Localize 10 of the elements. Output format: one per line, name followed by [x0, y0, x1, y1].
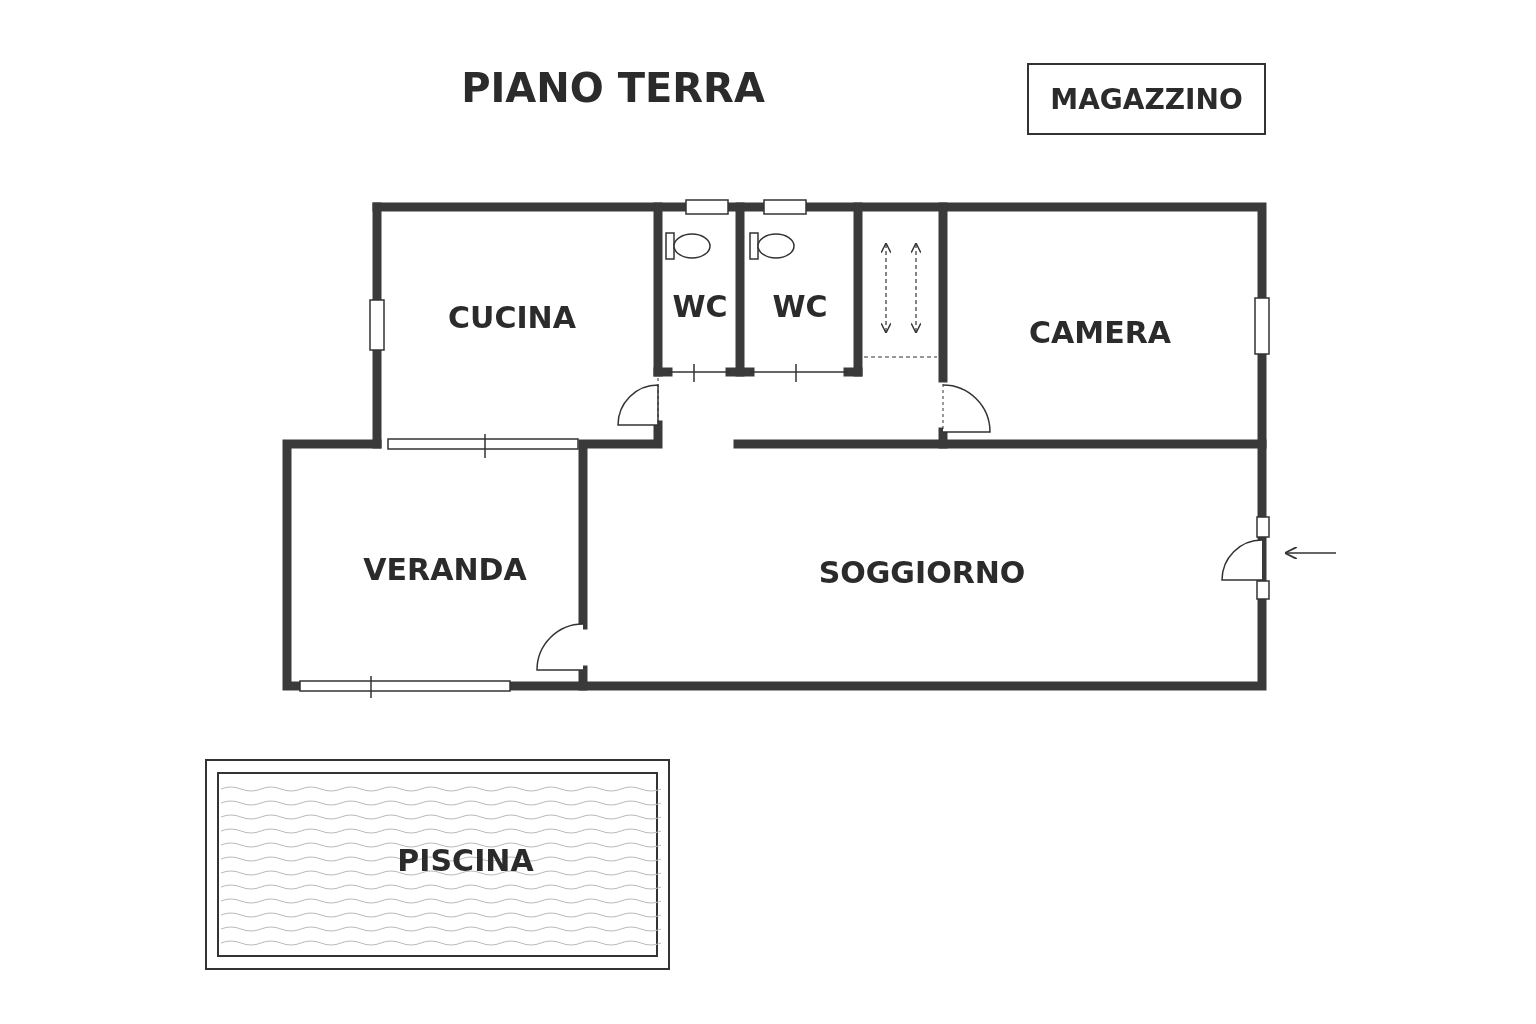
room-label: VERANDA: [363, 555, 527, 585]
room-label: CUCINA: [448, 303, 576, 333]
pool: [205, 759, 670, 970]
room-label: WC: [672, 292, 728, 322]
plan-title: PIANO TERRA: [461, 68, 765, 108]
room-sign: MAGAZZINO: [1027, 63, 1266, 135]
room-label: WC: [772, 292, 828, 322]
room-label: PISCINA: [397, 845, 534, 876]
room-label: CAMERA: [1029, 318, 1171, 348]
room-label: SOGGIORNO: [818, 558, 1026, 588]
